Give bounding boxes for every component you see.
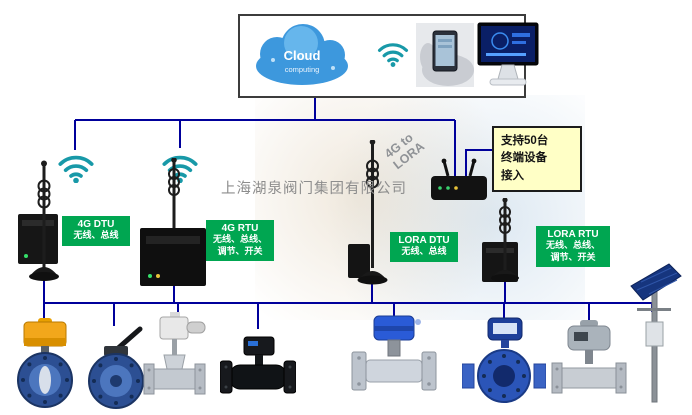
computer-monitor-photo [476, 21, 540, 94]
label-4g-dtu-desc: 无线、总线 [73, 230, 119, 240]
electric-ball-valve [350, 314, 438, 415]
company-watermark: 上海湖泉阀门集团有限公司 [221, 181, 407, 197]
cloud-subtitle: computing [285, 65, 320, 74]
note-terminal-capacity: 支持50台 终端设备 接入 [492, 126, 582, 192]
electric-butterfly-valve [8, 318, 80, 415]
label-4g-dtu: 4G DTU 无线、总线 [62, 216, 130, 246]
label-lora-rtu-title: LORA RTU [547, 229, 599, 240]
antenna-rtu-device [478, 197, 548, 303]
label-lora-rtu-desc: 无线、总线、 调节、开关 [545, 240, 600, 262]
phone-in-hand-photo [416, 23, 474, 92]
label-4g-dtu-title: 4G DTU [77, 219, 115, 230]
antenna-dtu-device [14, 160, 124, 297]
lora-gateway-antenna [348, 139, 418, 295]
router-device [428, 158, 490, 209]
label-lora-rtu: LORA RTU 无线、总线、 调节、开关 [536, 226, 610, 268]
cloud-platform-box: Cloud computing [238, 14, 539, 98]
label-lora-dtu-desc: 无线、总线 [401, 246, 447, 256]
solar-panel-pole [625, 256, 685, 411]
cloud-title: Cloud [284, 48, 321, 63]
wifi-signal-icon [56, 150, 96, 188]
cloud-icon: Cloud computing [243, 20, 361, 95]
wifi-signal-icon [376, 38, 410, 72]
electromagnetic-flowmeter [461, 316, 547, 415]
manual-butterfly-valve [78, 324, 150, 415]
electric-gate-valve [142, 312, 214, 415]
label-4g-rtu: 4G RTU 无线、总线、 调节、开关 [206, 220, 274, 262]
label-4g-rtu-title: 4G RTU [221, 223, 259, 234]
black-ball-valve [219, 327, 297, 412]
label-4g-rtu-desc: 无线、总线、 调节、开关 [212, 234, 267, 256]
label-lora-dtu-title: LORA DTU [398, 235, 450, 246]
label-lora-dtu: LORA DTU 无线、总线 [390, 232, 458, 262]
antenna-rtu-device [134, 157, 234, 299]
actuated-ball-valve [550, 320, 628, 415]
